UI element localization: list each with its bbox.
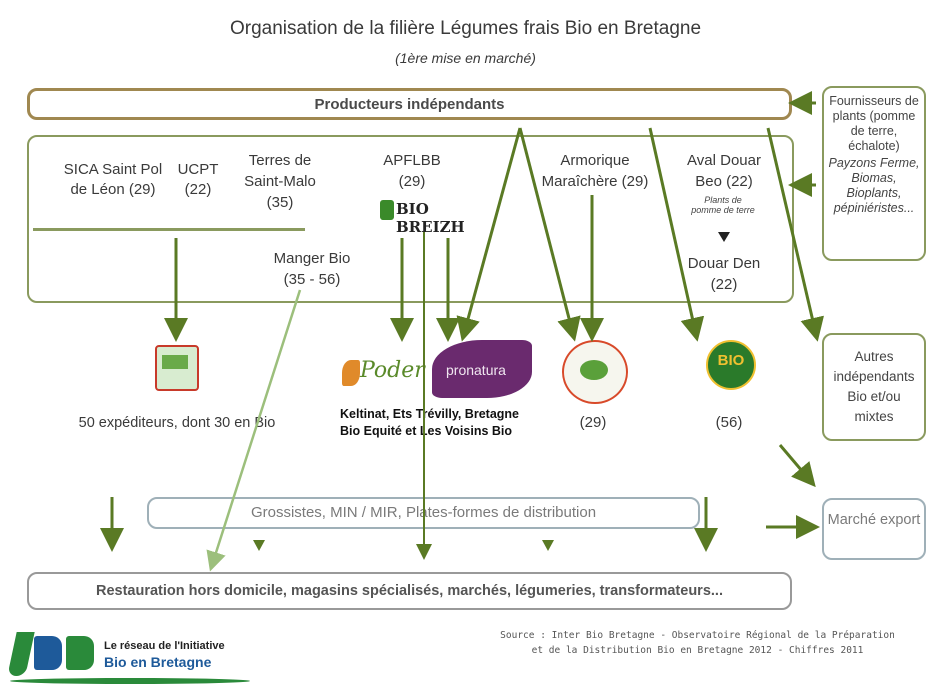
arrow-manger-bio-restauration <box>206 289 302 572</box>
bio-label-logo: BIO <box>700 340 762 398</box>
pronatura-text: pronatura <box>446 362 506 378</box>
expediteurs-label: 50 expéditeurs, dont 30 en Bio <box>78 415 276 431</box>
poder-leaf-icon <box>342 360 360 386</box>
diagram-subtitle: (1ère mise en marché) <box>395 50 536 66</box>
suppliers-heading: Fournisseurs de plants (pomme de terre, … <box>829 94 919 153</box>
organisations-box <box>27 135 794 303</box>
sica-logo-inner <box>162 355 188 369</box>
poder-logo: Poder <box>338 340 425 398</box>
marche-export-box: Marché export <box>822 498 926 560</box>
ibb-i-icon <box>7 632 35 676</box>
arrow-producers-autres <box>766 127 824 342</box>
autres-label: Autres indépendants Bio et/ou mixtes <box>833 349 915 424</box>
tri-1 <box>253 540 265 551</box>
node-douar-den: Douar Den (22) <box>687 255 761 293</box>
bio-label-text: BIO <box>717 352 745 369</box>
arrow-autres-export <box>778 444 816 488</box>
arrow-producers-pronatura <box>456 127 522 342</box>
ibb-b2-icon <box>66 636 94 670</box>
pronatura-logo: pronatura <box>432 340 532 398</box>
suppliers-examples: Payzons Ferme, Biomas, Bioplants, pépini… <box>828 156 920 215</box>
bio-breizh-logo: BIO BREIZH <box>380 196 465 236</box>
ibb-name: Bio en Bretagne <box>104 654 212 670</box>
producers-bar: Producteurs indépendants <box>27 88 792 120</box>
arrow-producers-armorique <box>518 127 581 342</box>
marche-export-label: Marché export <box>827 512 921 528</box>
tri-2 <box>542 540 554 551</box>
suppliers-box: Fournisseurs de plants (pomme de terre, … <box>822 86 926 261</box>
ibb-b1-icon <box>34 636 62 670</box>
source-note: Source : Inter Bio Bretagne - Observatoi… <box>500 630 895 656</box>
node-terres: Terres de Saint-Malo (35) <box>244 152 316 211</box>
restauration-box: Restauration hors domicile, magasins spé… <box>27 572 792 610</box>
keltinat-label: Keltinat, Ets Trévilly, Bretagne Bio Equ… <box>340 407 519 438</box>
node-armorique: Armorique Maraîchère (29) <box>541 152 649 190</box>
node-aval: Aval Douar Beo (22) <box>687 152 761 190</box>
bio-breizh-text: BIO BREIZH <box>396 200 465 236</box>
node-apflbb: APFLBB (29) <box>383 152 441 190</box>
bio-label-circle <box>706 340 756 390</box>
arrow-producers-bio <box>648 127 705 342</box>
ibb-logo: Le réseau de l'Initiative Bio en Bretagn… <box>6 626 266 688</box>
node-ucpt: UCPT (22) <box>177 161 219 198</box>
ibb-swoosh <box>10 678 250 684</box>
node-manger-bio: Manger Bio (35 - 56) <box>273 250 351 288</box>
node-sica: SICA Saint Pol de Léon (29) <box>63 161 163 198</box>
armorique-count: (29) <box>579 414 607 431</box>
armorique-logo-inner <box>580 360 608 380</box>
aval-count: (56) <box>715 414 743 431</box>
bio-breizh-flag-icon <box>380 200 394 220</box>
restauration-label: Restauration hors domicile, magasins spé… <box>96 583 723 599</box>
autres-box: Autres indépendants Bio et/ou mixtes <box>822 333 926 441</box>
diagram-title: Organisation de la filière Légumes frais… <box>229 18 702 39</box>
organisations-divider <box>33 228 305 231</box>
poder-text: Poder <box>360 358 425 383</box>
down-triangle-icon <box>718 232 730 242</box>
node-aval-note: Plants de pomme de terre <box>691 195 755 215</box>
producers-label: Producteurs indépendants <box>314 95 505 113</box>
ibb-tagline: Le réseau de l'Initiative <box>104 640 225 652</box>
